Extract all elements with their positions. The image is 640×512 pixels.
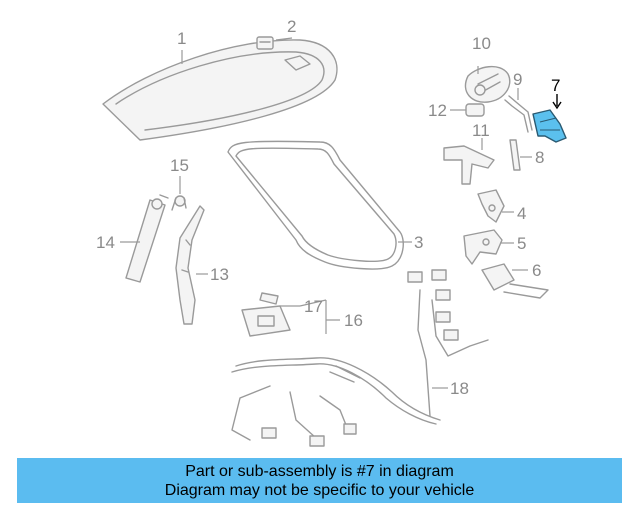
part-6-housing [481,263,549,299]
banner-line-1: Part or sub-assembly is #7 in diagram [185,462,454,480]
part-1-lid-panel [102,39,338,141]
info-banner: Part or sub-assembly is #7 in diagram Di… [17,458,622,503]
part-14-gas-strut [125,194,169,283]
part-4-bracket [477,189,505,223]
part-9-rod [504,95,533,133]
callout-9: 9 [513,70,522,89]
callout-1: 1 [177,29,186,48]
callout-11: 11 [472,121,490,140]
callout-18: 18 [450,379,469,398]
part-13-hinge [175,205,205,325]
callout-5: 5 [517,234,526,253]
part-8-pin [509,139,521,171]
callout-16: 16 [344,311,363,330]
callout-14: 14 [96,233,115,252]
callout-2: 2 [287,17,296,36]
banner-line-2: Diagram may not be specific to your vehi… [164,481,475,499]
part-15-stud [171,195,187,211]
callout-12: 12 [428,101,447,120]
callout-7: 7 [551,76,560,95]
callout-8: 8 [535,148,544,167]
part-3-seal [227,140,404,270]
callout-4: 4 [517,204,526,223]
part-18-wiring-harness [231,269,489,447]
part-16-light-assembly [241,292,291,337]
callout-13: 13 [210,265,229,284]
callout-10: 10 [472,34,491,53]
callout-17: 17 [304,297,323,316]
part-12-connector [465,103,485,117]
part-2-clip [256,36,274,50]
part-5-latch [463,229,503,265]
leader-lines [120,37,532,389]
part-7-highlighted [532,94,567,143]
callout-3: 3 [414,233,423,252]
callout-labels: 1 2 3 4 5 6 7 8 9 10 11 12 13 14 15 16 1… [96,17,560,398]
callout-6: 6 [532,261,541,280]
callout-15: 15 [170,156,189,175]
part-11-bracket [443,145,495,185]
part-10-lock [464,66,511,103]
